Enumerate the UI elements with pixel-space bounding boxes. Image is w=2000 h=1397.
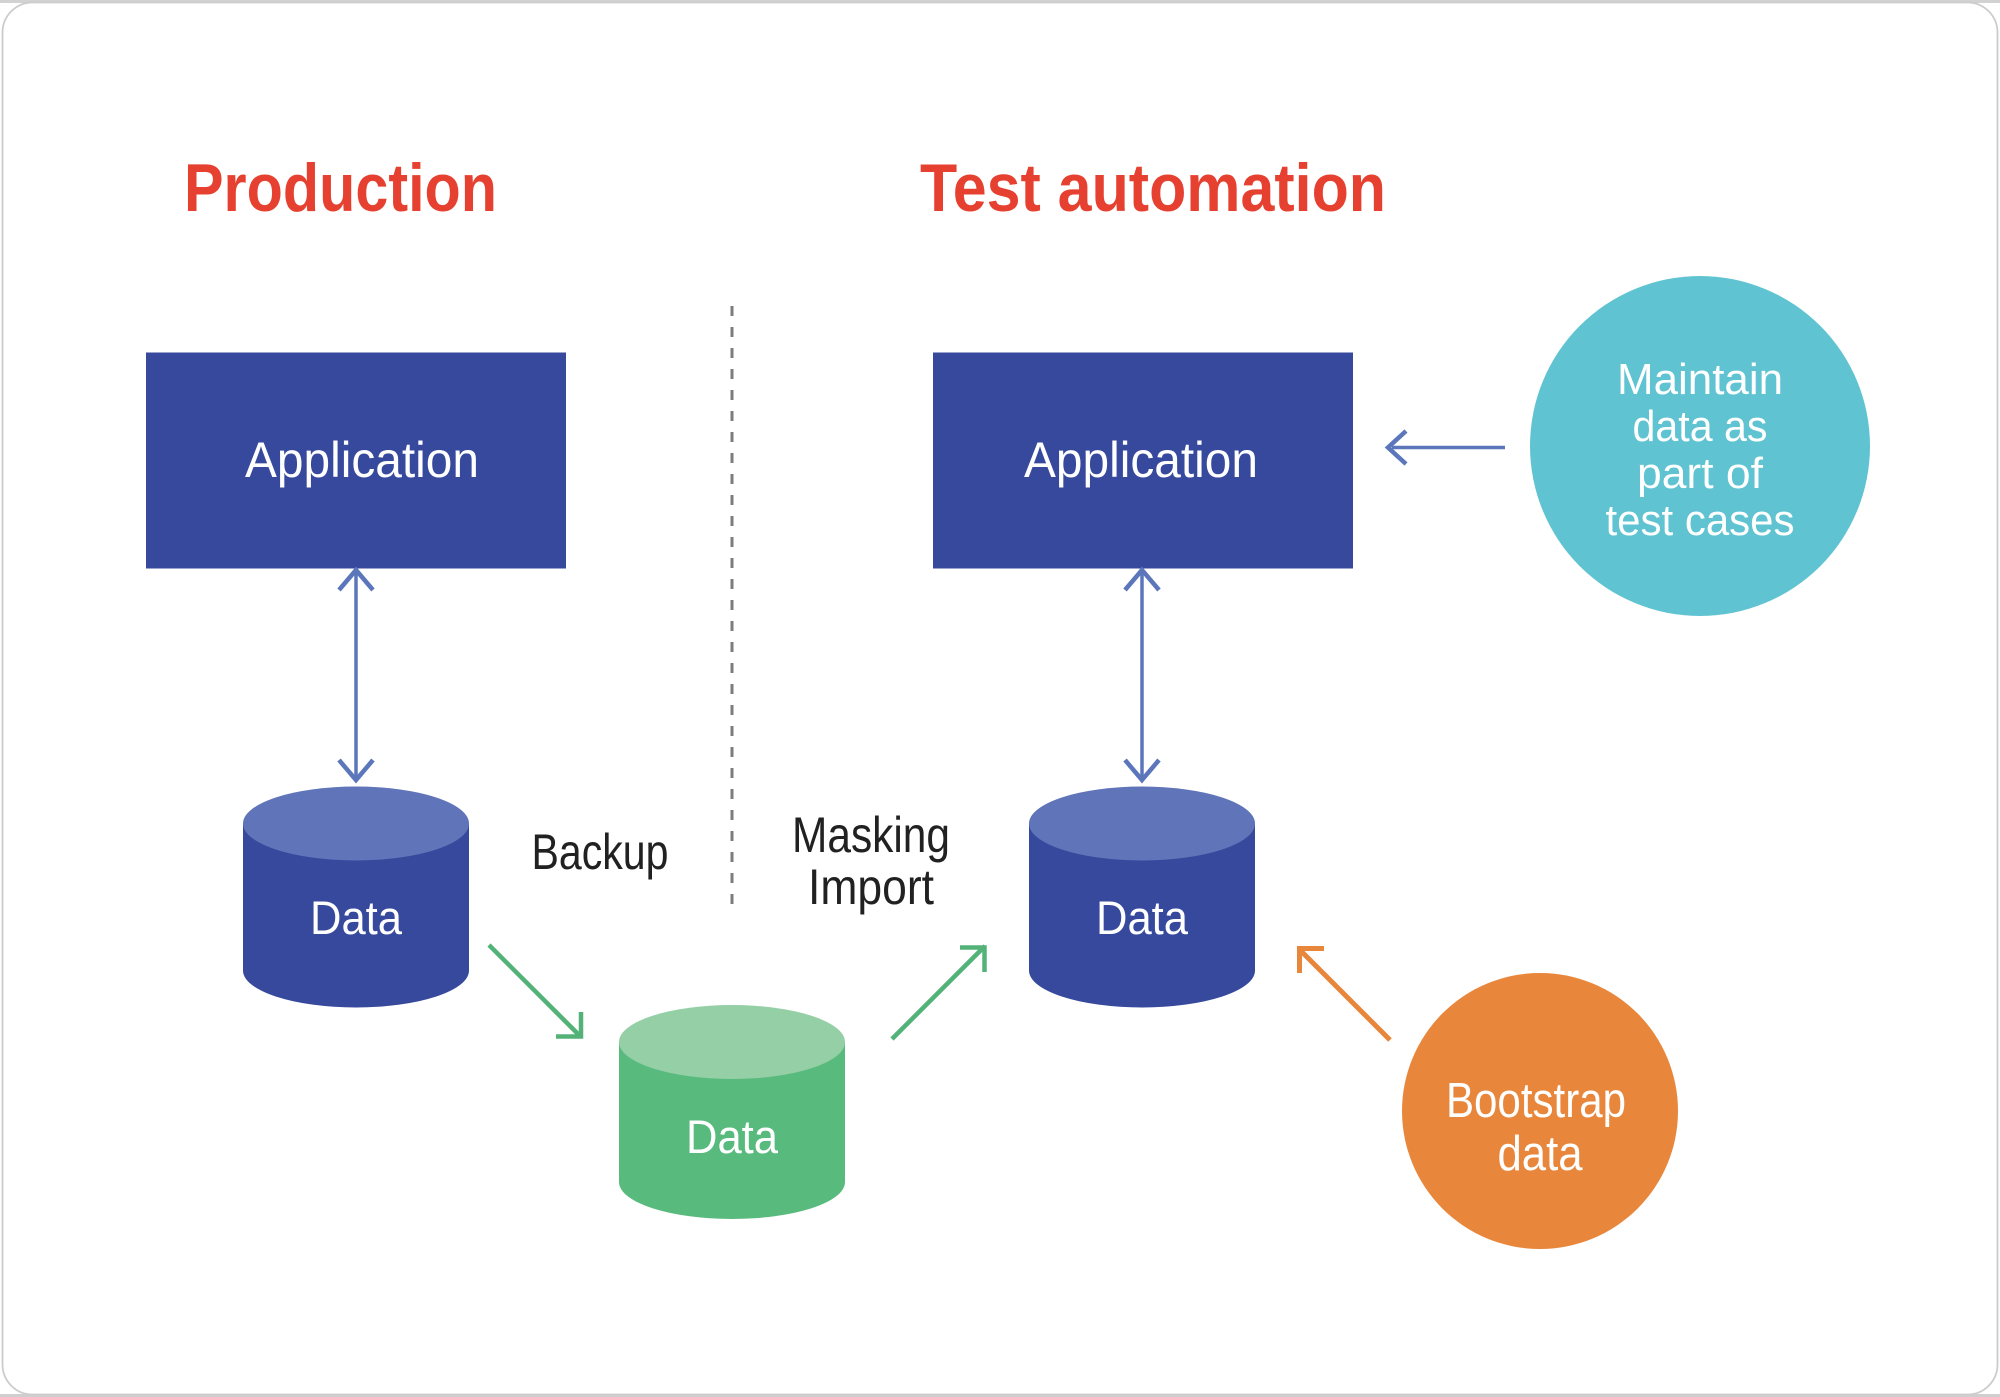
svg-text:Masking: Masking [792,807,950,863]
svg-text:Test automation: Test automation [920,150,1386,226]
svg-text:test cases: test cases [1606,496,1795,545]
svg-text:Application: Application [245,432,479,488]
svg-text:data as: data as [1633,402,1768,451]
svg-text:Bootstrap: Bootstrap [1446,1074,1626,1128]
svg-text:Import: Import [808,859,934,915]
svg-text:Data: Data [1096,891,1189,944]
svg-text:part of: part of [1637,449,1764,498]
svg-text:Production: Production [184,150,497,226]
svg-text:Data: Data [310,891,403,944]
svg-text:Maintain: Maintain [1617,355,1783,404]
svg-text:Application: Application [1024,432,1258,488]
svg-text:data: data [1498,1127,1584,1181]
svg-text:Data: Data [686,1110,779,1163]
svg-text:Backup: Backup [532,824,669,880]
